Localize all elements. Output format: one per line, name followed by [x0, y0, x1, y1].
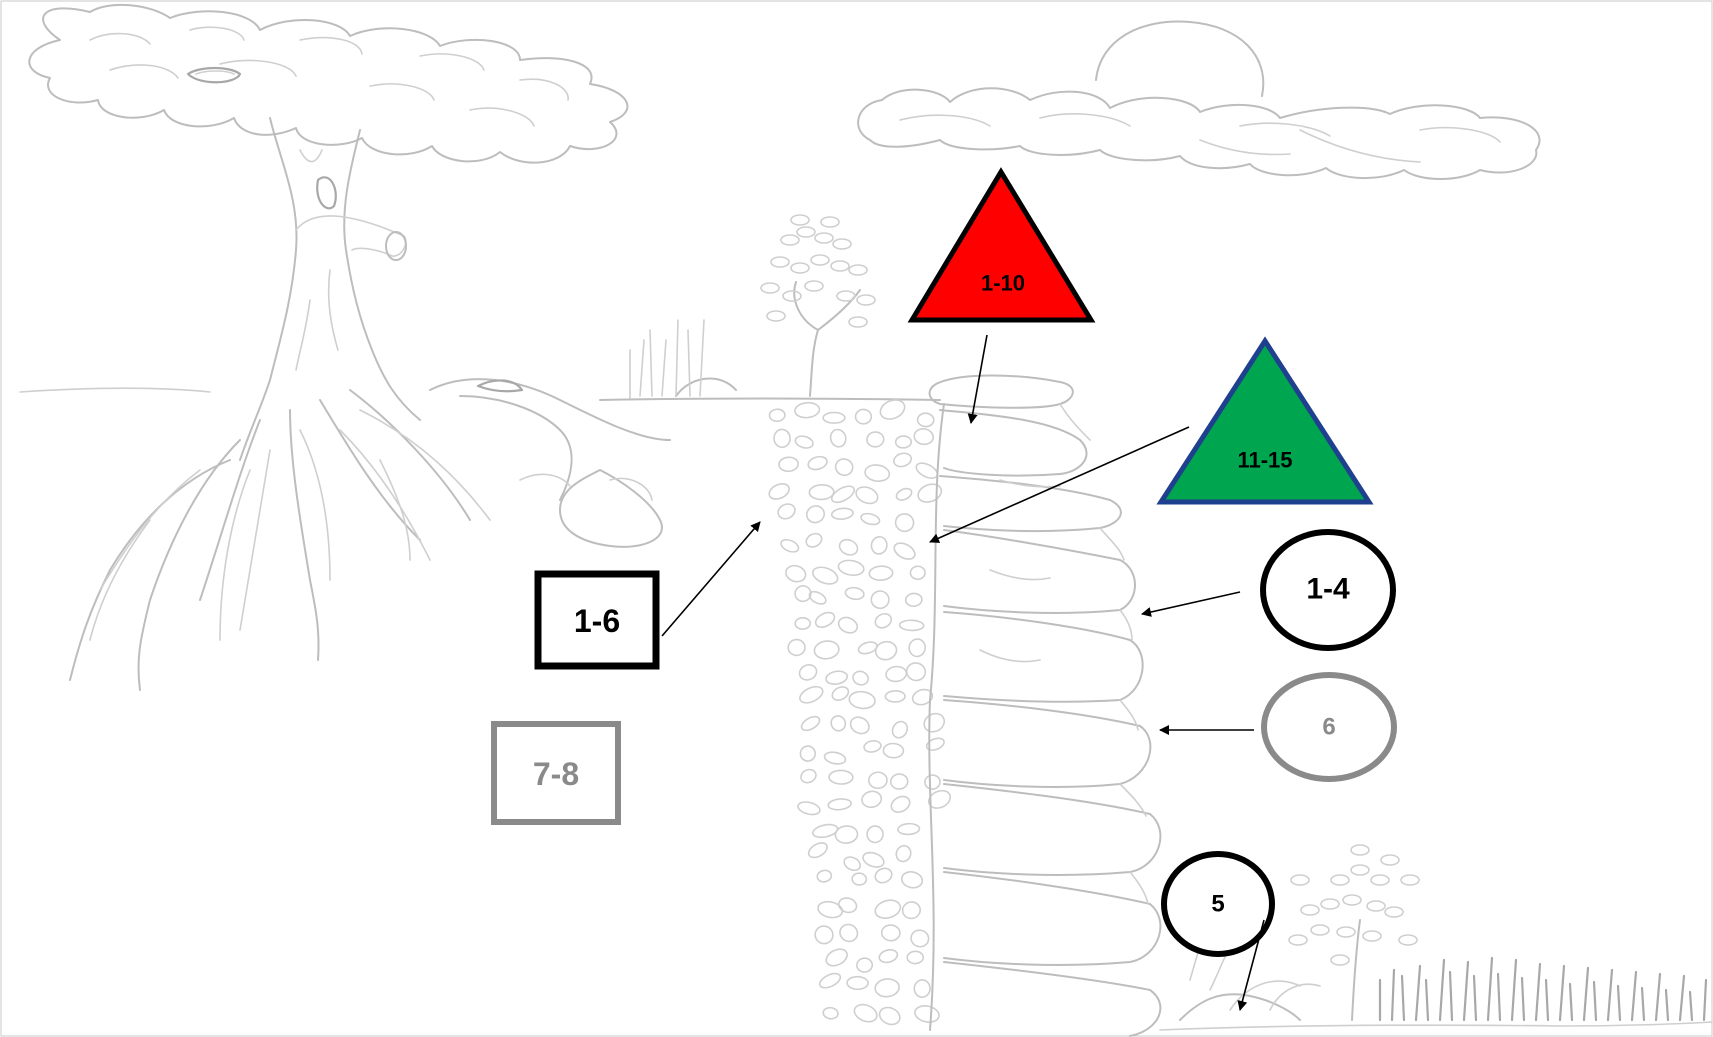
marker-circle-1-4: 1-4 — [1260, 529, 1396, 651]
marker-triangle-1-10: 1-10 — [907, 167, 1096, 323]
rock-layers-sketch — [928, 374, 1162, 1037]
circle-5-label: 5 — [1211, 891, 1224, 918]
arrow-11-15 — [929, 426, 1190, 543]
triangle-1-10-label: 1-10 — [981, 271, 1025, 296]
marker-square-7-8: 7-8 — [491, 721, 621, 825]
arrow-5 — [1237, 919, 1265, 1011]
marker-triangle-11-15: 11-15 — [1156, 336, 1374, 505]
arrow-1-4 — [1141, 591, 1241, 617]
bush-sketch — [760, 214, 876, 397]
arrow-1-6 — [661, 521, 761, 637]
marker-circle-6: 6 — [1261, 672, 1397, 782]
arrow-1-10 — [967, 334, 988, 424]
tree-sketch — [19, 3, 941, 691]
marker-square-1-6: 1-6 — [534, 570, 660, 670]
triangle-11-15-label: 11-15 — [1237, 448, 1292, 473]
square-7-8-label: 7-8 — [533, 756, 579, 792]
marker-circle-5: 5 — [1161, 851, 1275, 957]
sun-cloud-sketch — [857, 20, 1541, 180]
square-1-6-label: 1-6 — [574, 603, 620, 639]
circle-1-4-label: 1-4 — [1306, 573, 1350, 606]
circle-6-label: 6 — [1322, 714, 1335, 741]
soil-pebbles-sketch — [768, 399, 952, 1026]
